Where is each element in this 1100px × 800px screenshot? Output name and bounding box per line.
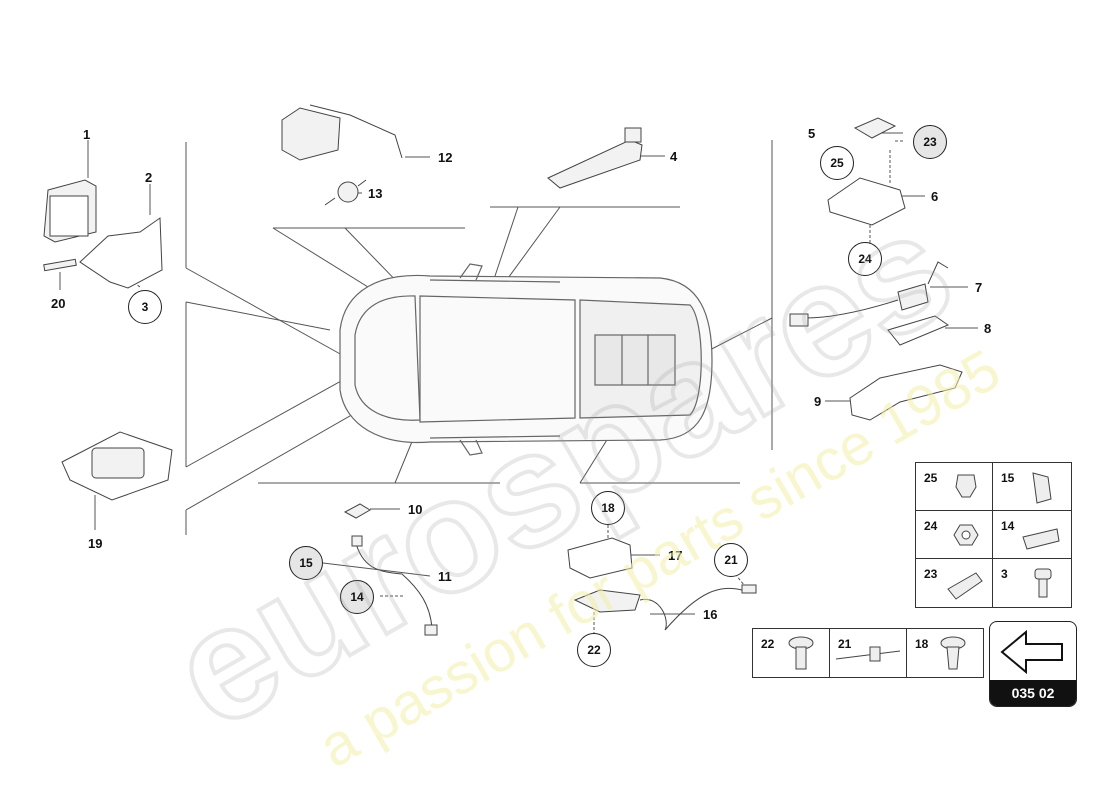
- part-label-20: 20: [51, 296, 66, 311]
- part-label-9: 9: [814, 394, 822, 409]
- part-label-11: 11: [438, 569, 452, 584]
- part-callout-23: 23: [913, 125, 947, 159]
- part-label-1: 1: [83, 127, 91, 142]
- fastener-cell-18: 18: [907, 629, 983, 677]
- fastener-cell-22: 22: [753, 629, 830, 677]
- fastener-row: 22 21 18: [752, 628, 984, 678]
- cable-tie-icon: [835, 646, 901, 662]
- part-callout-22: 22: [577, 633, 611, 667]
- fastener-number: 24: [924, 519, 938, 533]
- fastener-grid: 25 15 24 14 23 3: [915, 462, 1072, 608]
- fastener-clip-icon: [955, 474, 977, 498]
- hex-nut-icon: [953, 524, 979, 546]
- fastener-number: 18: [915, 637, 929, 651]
- part-label-10: 10: [408, 502, 423, 517]
- fastener-number: 21: [838, 637, 852, 651]
- fastener-holder-icon: [1032, 472, 1052, 504]
- part-callout-25: 25: [820, 146, 854, 180]
- part-label-17: 17: [668, 548, 683, 563]
- part-label-5: 5: [808, 126, 816, 141]
- screw-icon: [788, 636, 814, 670]
- part-label-8: 8: [984, 321, 992, 336]
- fastener-cell-14: 14: [993, 511, 1071, 559]
- fastener-number: 23: [924, 567, 938, 581]
- part-label-13: 13: [368, 186, 383, 201]
- part-label-12: 12: [438, 150, 453, 165]
- fastener-cell-24: 24: [916, 511, 993, 559]
- part-callout-24: 24: [848, 242, 882, 276]
- fastener-cell-3: 3: [993, 559, 1071, 607]
- fastener-cell-23: 23: [916, 559, 993, 607]
- page-code: 035 02: [990, 680, 1076, 706]
- fastener-number: 25: [924, 471, 938, 485]
- part-callout-21: 21: [714, 543, 748, 577]
- part-callout-3: 3: [128, 290, 162, 324]
- page-reference-box[interactable]: 035 02: [989, 621, 1077, 707]
- fastener-number: 22: [761, 637, 775, 651]
- part-label-6: 6: [931, 189, 939, 204]
- fastener-number: 14: [1001, 519, 1015, 533]
- part-label-4: 4: [670, 149, 678, 164]
- fastener-number: 15: [1001, 471, 1015, 485]
- fastener-cell-25: 25: [916, 463, 993, 511]
- part-callout-15: 15: [289, 546, 323, 580]
- part-callout-18: 18: [591, 491, 625, 525]
- fastener-cell-15: 15: [993, 463, 1071, 511]
- left-arrow-icon: [1000, 629, 1063, 675]
- retainer-icon: [947, 572, 983, 600]
- part-label-2: 2: [145, 170, 153, 185]
- part-label-16: 16: [703, 607, 718, 622]
- bolt-icon: [1034, 568, 1052, 598]
- part-callout-14: 14: [340, 580, 374, 614]
- part-label-19: 19: [88, 536, 103, 551]
- cable-clip-icon: [1022, 528, 1060, 550]
- car-top-view: [339, 263, 713, 456]
- part-label-7: 7: [975, 280, 983, 295]
- plastic-rivet-icon: [940, 636, 966, 670]
- fastener-cell-21: 21: [830, 629, 907, 677]
- fastener-number: 3: [1001, 567, 1008, 581]
